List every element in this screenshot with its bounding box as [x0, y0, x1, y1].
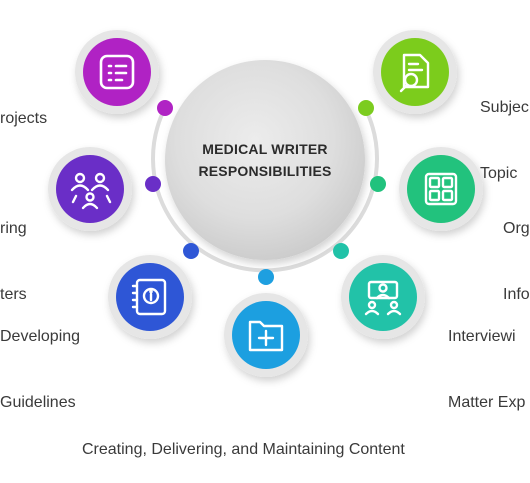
grid-layout-icon — [424, 172, 458, 206]
label-subject-line-1: Subjec — [480, 99, 529, 116]
label-fostering-line-1: ring — [0, 220, 27, 237]
label-subject: Subjec Topic — [480, 53, 529, 207]
connector-dot-guidelines — [183, 243, 199, 259]
connector-dot-fostering — [145, 176, 161, 192]
connector-dot-organizing — [370, 176, 386, 192]
document-search-icon — [399, 53, 430, 93]
connector-dot-subject — [358, 100, 374, 116]
node-fostering — [48, 147, 132, 231]
connector-dot-projects — [157, 100, 173, 116]
connector-dot-creating — [258, 269, 274, 285]
label-fostering-line-2: ters — [0, 286, 27, 303]
node-subject — [373, 30, 457, 114]
label-organizing-line-1: Org — [503, 220, 530, 237]
label-projects: rojects — [0, 64, 47, 152]
label-interviewing: Interviewi Matter Exp — [448, 282, 525, 436]
connector-dot-interviewing — [333, 243, 349, 259]
handbook-icon — [131, 278, 167, 316]
label-creating: Creating, Delivering, and Maintaining Co… — [82, 395, 405, 483]
team-collaboration-icon — [70, 172, 112, 210]
label-organizing-line-2: Info — [503, 286, 530, 303]
node-organizing — [399, 147, 483, 231]
label-creating-line-1: Creating, Delivering, and Maintaining Co… — [82, 441, 405, 458]
hub-title-line-1: MEDICAL WRITER — [202, 141, 328, 157]
label-interviewing-line-1: Interviewi — [448, 328, 516, 345]
hub-title-line-2: RESPONSIBILITIES — [198, 163, 332, 179]
hub-circle — [165, 60, 365, 260]
form-list-icon — [99, 54, 135, 90]
label-projects-line-1: rojects — [0, 110, 48, 127]
label-fostering: ring ters — [0, 174, 27, 328]
diagram-canvas — [48, 30, 483, 377]
label-guidelines: Developing Guidelines — [0, 282, 80, 436]
interview-icon — [364, 280, 402, 316]
label-interviewing-line-2: Matter Exp — [448, 394, 526, 411]
folder-add-icon — [248, 320, 284, 352]
label-guidelines-line-1: Developing — [0, 328, 81, 345]
hub-title: MEDICAL WRITER RESPONSIBILITIES — [165, 138, 365, 182]
label-subject-line-2: Topic — [480, 165, 518, 182]
label-guidelines-line-2: Guidelines — [0, 394, 76, 411]
label-organizing: Org Info — [503, 174, 530, 328]
